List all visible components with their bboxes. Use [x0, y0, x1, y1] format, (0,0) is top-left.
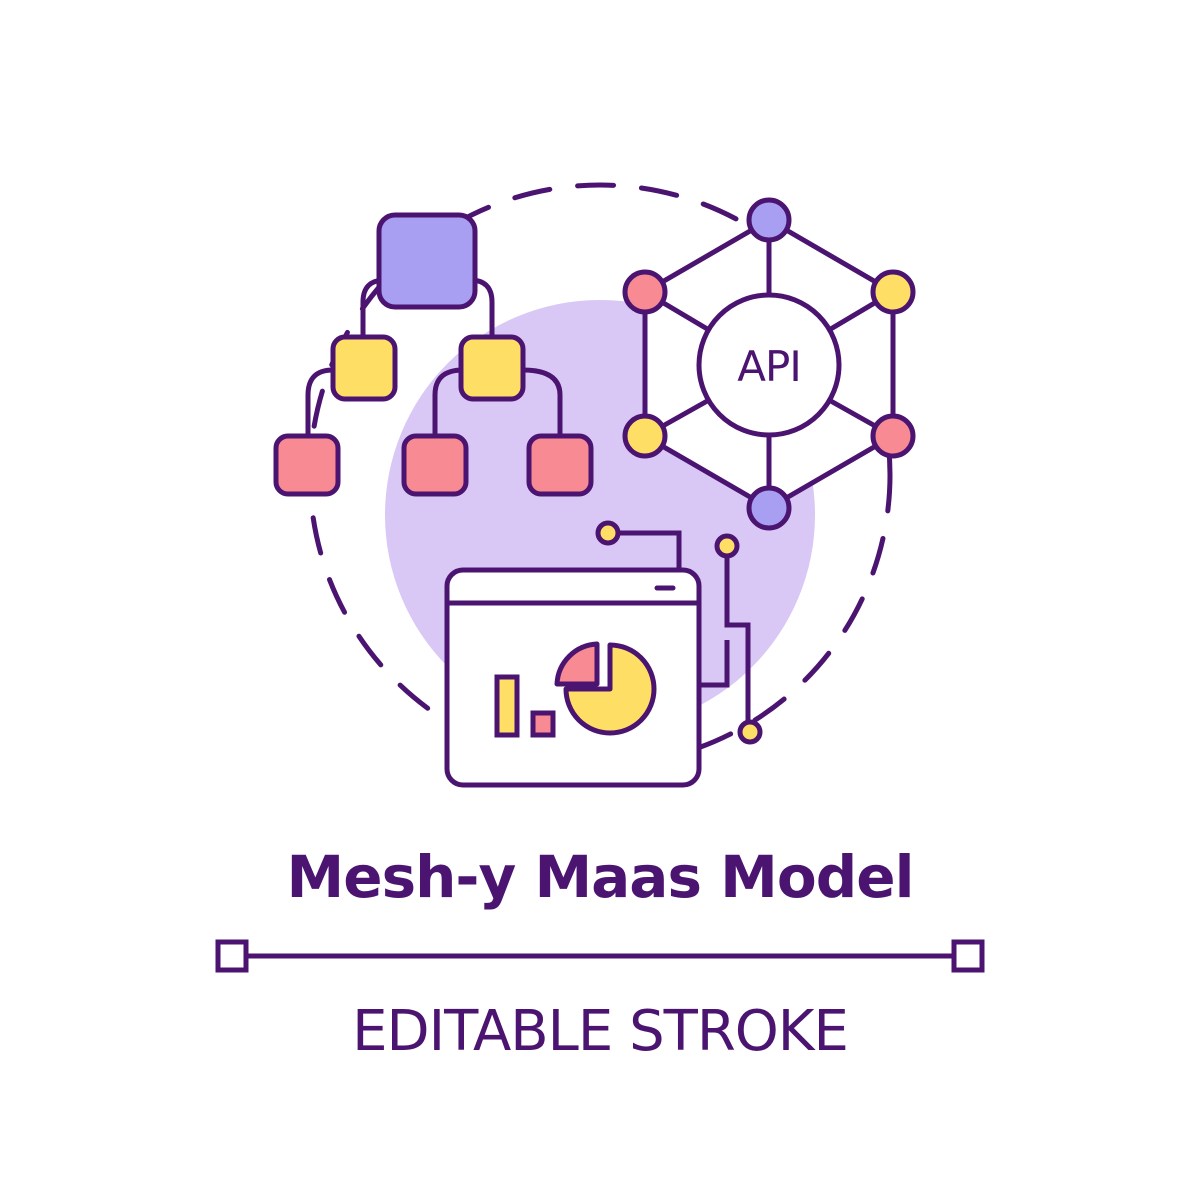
- editable-stroke-line: [215, 939, 985, 973]
- hierarchy-tree-icon: [273, 212, 594, 497]
- wire-terminal-1: [595, 520, 621, 546]
- wire-terminal-2: [714, 533, 740, 559]
- api-node-top: [746, 197, 792, 243]
- api-node-top-left: [622, 269, 668, 315]
- api-network-icon: API: [622, 197, 916, 531]
- api-node-top-right: [870, 269, 916, 315]
- api-node-bottom: [746, 485, 792, 531]
- branch-node-right: [458, 334, 526, 402]
- stroke-handle-left: [215, 939, 249, 973]
- api-node-bottom-right: [870, 413, 916, 459]
- api-label: API: [737, 342, 800, 391]
- root-node: [376, 212, 478, 310]
- api-node-bottom-left: [622, 413, 668, 459]
- illustration-title: Mesh-y Maas Model: [287, 843, 914, 911]
- branch-node-left: [330, 334, 398, 402]
- leaf-node-3: [526, 433, 594, 497]
- leaf-node-1: [273, 433, 341, 497]
- wire-terminal-3: [737, 719, 763, 745]
- leaf-node-2: [401, 433, 469, 497]
- analytics-dashboard-window-icon: [444, 520, 763, 788]
- stroke-handle-right: [951, 939, 985, 973]
- illustration-subtitle: EDITABLE STROKE: [352, 999, 848, 1064]
- pie-chart-large-slice: [563, 642, 657, 736]
- api-hub: [696, 292, 842, 438]
- chart-bar-short: [530, 710, 556, 738]
- pie-chart-small-slice: [554, 641, 600, 687]
- chart-bar-tall: [494, 674, 520, 738]
